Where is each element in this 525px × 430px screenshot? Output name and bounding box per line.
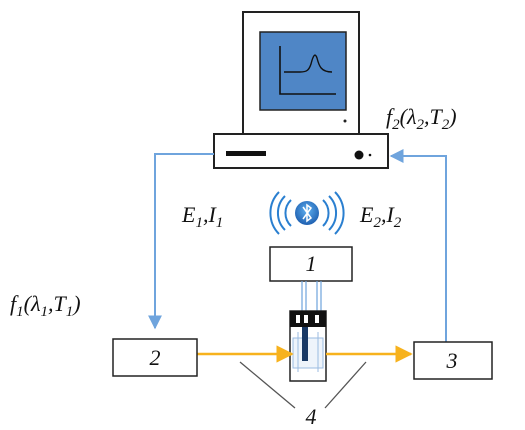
signal-line-right	[389, 149, 447, 342]
box-3-label: 3	[446, 348, 458, 373]
bluetooth-wireless-icon	[269, 191, 345, 235]
f1-label: f1(λ1,T1)	[10, 291, 81, 320]
power-led	[368, 153, 372, 157]
f2-label: f2(λ2,T2)	[386, 104, 457, 133]
spectrum-peak-curve	[284, 54, 333, 73]
monitor-screen	[259, 31, 347, 111]
monitor-led	[343, 119, 347, 123]
e1-i1-label: E1,I1	[181, 202, 223, 231]
cuvette-icon	[289, 310, 327, 382]
pointer-line-left	[239, 361, 296, 409]
label-4: 4	[306, 404, 317, 429]
box-2-label: 2	[150, 345, 161, 370]
power-button	[354, 150, 364, 160]
box-1-label: 1	[306, 251, 317, 276]
box-1	[269, 246, 353, 282]
e2-i2-label: E2,I2	[359, 202, 402, 231]
pointer-line-right	[324, 361, 367, 409]
box-3	[413, 341, 493, 380]
spectrum-axes	[279, 46, 336, 95]
disk-slot	[226, 151, 266, 156]
box-2	[112, 338, 198, 377]
signal-line-left	[148, 153, 214, 330]
computer-monitor-icon	[213, 11, 389, 169]
